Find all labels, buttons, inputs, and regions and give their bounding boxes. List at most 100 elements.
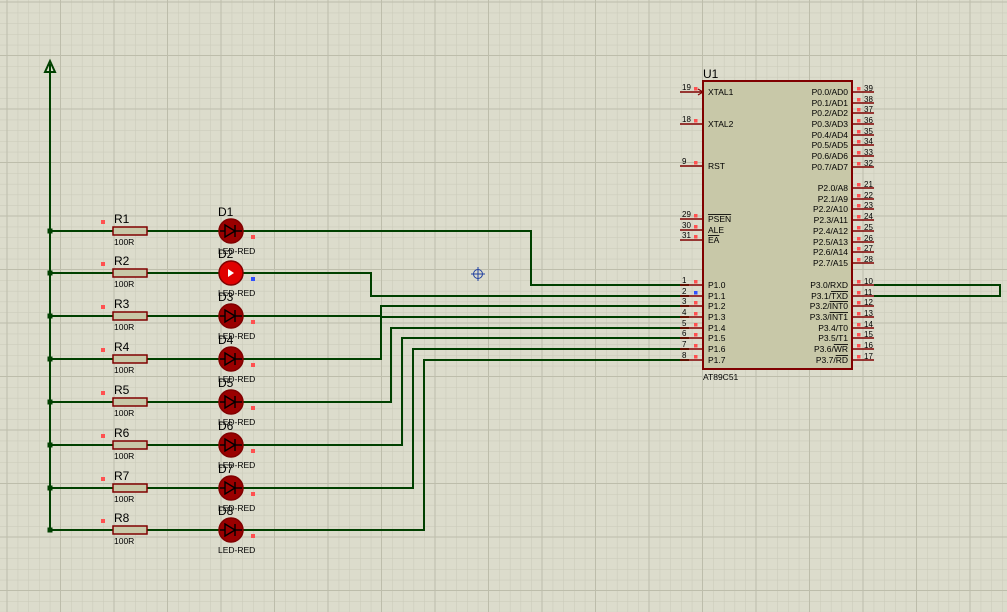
pin-name: P3.3/INT1 [810,312,849,322]
resistor-value-label: 100R [114,279,134,289]
pin-number: 9 [682,157,687,166]
pin-marker [857,140,861,144]
signal-wire [242,348,689,489]
pin-number: 33 [864,148,873,157]
pin-marker [857,108,861,112]
pin-name: P1.0 [708,280,726,290]
pin-number: 28 [864,255,873,264]
pin-marker [101,348,105,352]
pin-name: P3.1/TXD [811,291,848,301]
pin-number: 37 [864,105,873,114]
pin-marker [101,434,105,438]
resistor-value-label: 100R [114,322,134,332]
chip-body [702,80,853,370]
pin-marker [251,363,255,367]
signal-wire [242,272,689,297]
pin-name: RST [708,161,725,171]
pin-marker [101,477,105,481]
chip-pin-28[interactable]: 28 P2.7/A15 [813,255,874,268]
chip-pin-11[interactable]: 11 P3.1/TXD [811,288,874,301]
pin-number: 11 [864,288,873,297]
pin-number: 26 [864,234,873,243]
pin-number: 21 [864,180,873,189]
resistor-ref-label: R6 [114,426,130,440]
pin-marker [857,333,861,337]
signal-wire [242,230,689,286]
chip-ref-label: U1 [703,67,719,81]
chip-part-label: AT89C51 [703,372,739,382]
resistor-body [112,226,148,236]
pin-marker [694,235,698,239]
resistor-body [112,354,148,364]
wires [47,64,1001,533]
signal-wire [242,337,689,446]
pin-name: P2.7/A15 [813,258,848,268]
led-ref-label: D8 [218,504,234,518]
pin-marker [101,305,105,309]
pin-marker [857,258,861,262]
led-ref-label: D6 [218,419,234,433]
chip-pin-9[interactable]: 9 RST [680,157,725,171]
pin-marker [694,291,698,295]
pin-number: 39 [864,84,873,93]
pin-name: P0.1/AD1 [812,98,849,108]
power-terminal[interactable] [43,58,57,73]
pin-name: P1.3 [708,312,726,322]
pin-name: PSEN [708,214,731,224]
